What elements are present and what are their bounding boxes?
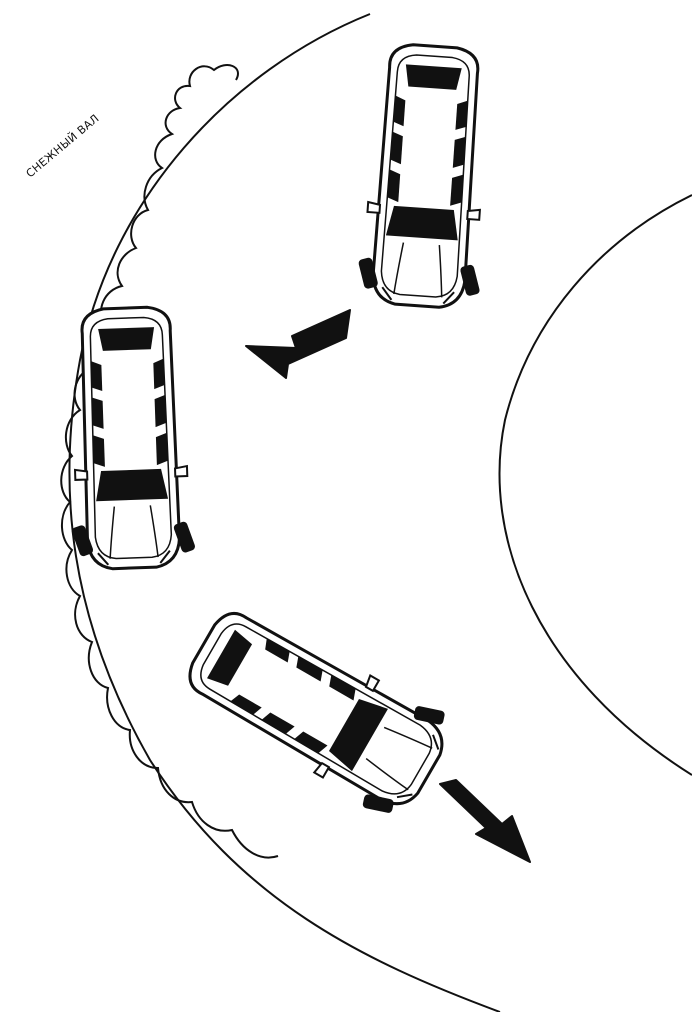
arrow-slide-outward bbox=[246, 310, 350, 378]
car-top bbox=[355, 42, 497, 310]
car-middle bbox=[63, 306, 197, 570]
car-bottom bbox=[173, 590, 460, 828]
snowbank-label: СНЕЖНЫЙ ВАЛ bbox=[24, 112, 102, 181]
road-inner-edge bbox=[500, 195, 692, 775]
arrow-exit bbox=[440, 780, 530, 862]
